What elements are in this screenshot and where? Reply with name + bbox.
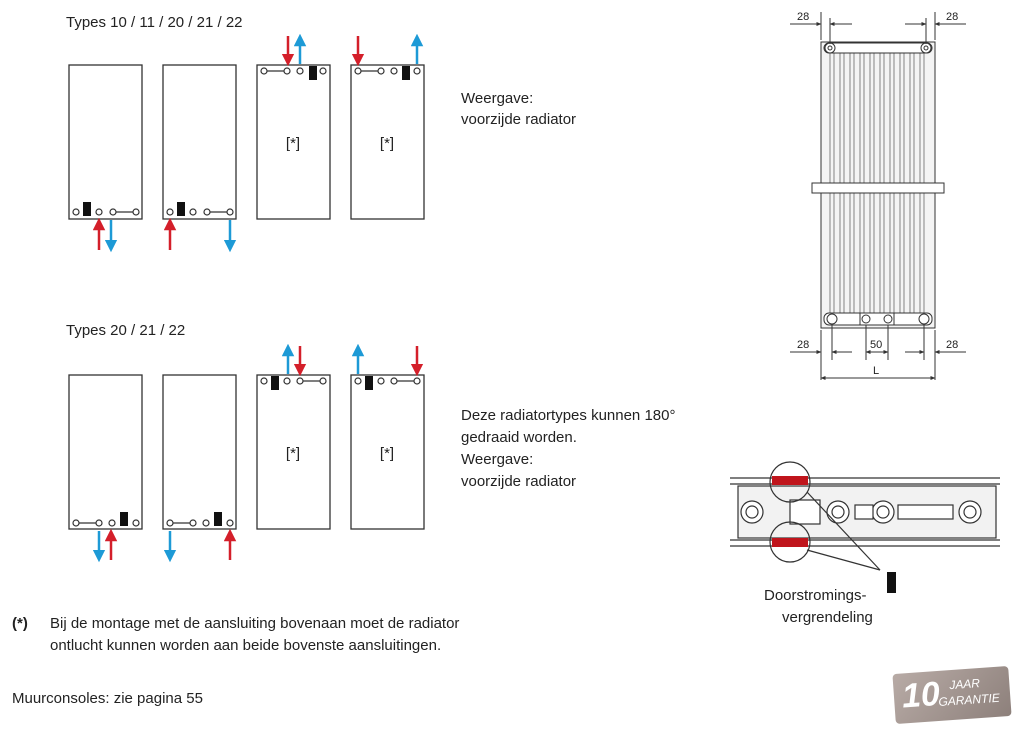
panel-marker: [*] (286, 445, 300, 462)
flow-lock-block (83, 202, 91, 216)
radiator-panel: [*] (256, 33, 331, 220)
flow-lock-highlight-top (772, 476, 808, 485)
panel-marker: [*] (286, 135, 300, 152)
footnote-line1: Bij de montage met de aansluiting bovena… (50, 615, 460, 632)
dim-top-left: 28 (797, 11, 809, 23)
radiator-panel: [*] (256, 343, 331, 530)
caption-bottom-line4: voorzijde radiator (461, 473, 577, 490)
dim-top-right: 28 (946, 11, 958, 23)
panel-marker: [*] (380, 445, 394, 462)
radiator-panel (68, 64, 143, 253)
dim-length: L (873, 365, 879, 377)
dim-bottom-left: 28 (797, 339, 809, 351)
flow-lock-label-line2: vergrendeling (782, 609, 873, 626)
warranty-years: 10 (900, 674, 942, 716)
footnote-marker: (*) (12, 615, 28, 632)
dim-bottom-right: 28 (946, 339, 958, 351)
flow-lock-label-line1: Doorstromings- (764, 587, 867, 604)
heading-types-bottom: Types 20 / 21 / 22 (66, 322, 186, 339)
wall-consoles-note: Muurconsoles: zie pagina 55 (12, 690, 203, 707)
radiator-panel (162, 374, 237, 563)
caption-top-line1: Weergave: (461, 90, 534, 107)
radiator-panel (162, 64, 237, 253)
panel-marker: [*] (380, 135, 394, 152)
caption-bottom-line2: gedraaid worden. (461, 429, 577, 446)
radiator-panel: [*] (350, 343, 425, 530)
flow-lock-block (365, 376, 373, 390)
flow-lock-block (214, 512, 222, 526)
flow-lock-symbol (887, 572, 896, 593)
warranty-badge: 10 JAAR GARANTIE (892, 666, 1012, 724)
flow-lock-block (309, 66, 317, 80)
caption-top-line2: voorzijde radiator (461, 111, 577, 128)
radiator-technical-drawing (790, 12, 966, 380)
flow-lock-block (120, 512, 128, 526)
cross-section-detail (730, 461, 1000, 571)
radiator-panel (68, 374, 143, 563)
flow-lock-block (271, 376, 279, 390)
dim-bottom-mid: 50 (870, 339, 882, 351)
caption-bottom-line1: Deze radiatortypes kunnen 180° (461, 407, 676, 424)
caption-bottom-line3: Weergave: (461, 451, 534, 468)
flow-lock-block (402, 66, 410, 80)
flow-lock-block (177, 202, 185, 216)
footnote-line2: ontlucht kunnen worden aan beide bovenst… (50, 637, 442, 654)
radiator-panel: [*] (350, 33, 425, 220)
warranty-label-line2: GARANTIE (937, 690, 1001, 709)
warranty-label-line1: JAAR (948, 676, 981, 693)
heading-types-top: Types 10 / 11 / 20 / 21 / 22 (66, 14, 243, 31)
flow-lock-highlight-bottom (772, 538, 808, 547)
